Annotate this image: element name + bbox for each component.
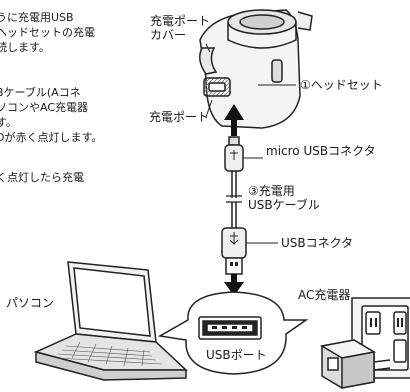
instruction-line: 続します。 xyxy=(0,41,50,54)
arrow-up-icon xyxy=(224,104,244,136)
headset-illustration xyxy=(199,9,313,129)
usb-port-callout xyxy=(157,291,309,375)
instruction-line: うに充電用USB xyxy=(0,11,74,24)
ac-charger-label: AC充電器 xyxy=(298,288,351,302)
headset-label: ①ヘッドセット xyxy=(300,78,383,92)
usb-connector-label: USBコネクタ xyxy=(281,236,354,250)
pc-label: パソコン xyxy=(6,296,55,310)
usb-cable xyxy=(226,171,242,228)
leader-lines xyxy=(205,43,296,118)
instruction-line: Bケーブル(Aコネ xyxy=(0,86,81,99)
micro-usb-plug xyxy=(224,136,244,172)
arrow-down-icon xyxy=(224,274,244,296)
instruction-line: く点灯したら充電 xyxy=(0,171,84,184)
micro-usb-label: micro USBコネクタ xyxy=(266,144,376,158)
instruction-line: ソコンやAC充電器 xyxy=(0,101,89,114)
charge-port-label: 充電ポート xyxy=(149,110,210,124)
laptop-illustration xyxy=(33,261,188,381)
usb-port-label: USBポート xyxy=(206,348,267,362)
cable-label: ③充電用 USBケーブル xyxy=(248,184,320,212)
charge-port-cover-label: 充電ポート カバー xyxy=(150,14,211,42)
instruction-line: ヘッドセットの充電 xyxy=(0,26,95,39)
ac-charger xyxy=(319,339,391,389)
usb-a-plug xyxy=(221,227,247,275)
instruction-line: Dが赤く点灯します。 xyxy=(0,131,103,144)
instruction-line: す。 xyxy=(0,116,17,129)
keyboard xyxy=(55,341,163,367)
